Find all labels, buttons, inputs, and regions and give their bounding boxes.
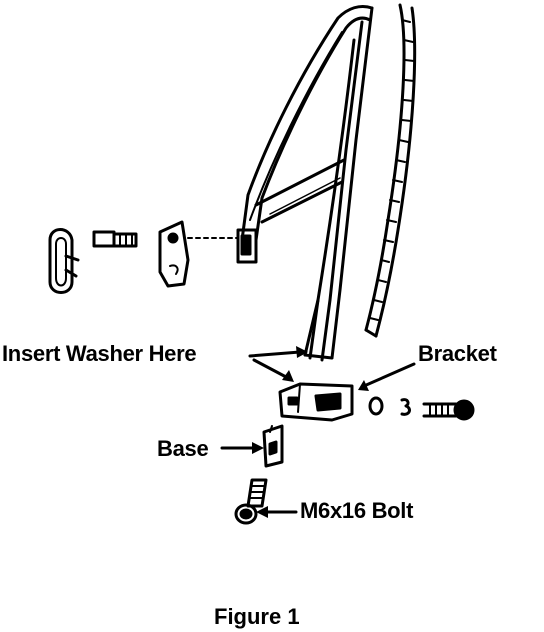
m6x16-bolt xyxy=(234,478,268,525)
screw-left xyxy=(92,230,138,248)
figure-caption: Figure 1 xyxy=(214,604,300,629)
arrowheads xyxy=(252,346,369,518)
weatherstrip-serrations xyxy=(369,19,415,321)
oval-cap xyxy=(48,228,80,294)
door-frame-channel xyxy=(236,4,374,362)
label-bracket: Bracket xyxy=(418,341,497,366)
mounting-plate xyxy=(158,220,190,288)
bolt-right xyxy=(422,399,475,421)
label-base: Base xyxy=(157,436,209,461)
base-part xyxy=(262,424,284,468)
weatherstrip xyxy=(364,3,417,338)
bracket-part xyxy=(278,382,354,422)
label-m6x16-bolt: M6x16 Bolt xyxy=(300,498,414,523)
label-insert-washer-here: Insert Washer Here xyxy=(2,341,197,366)
washer-and-nut xyxy=(368,396,411,416)
